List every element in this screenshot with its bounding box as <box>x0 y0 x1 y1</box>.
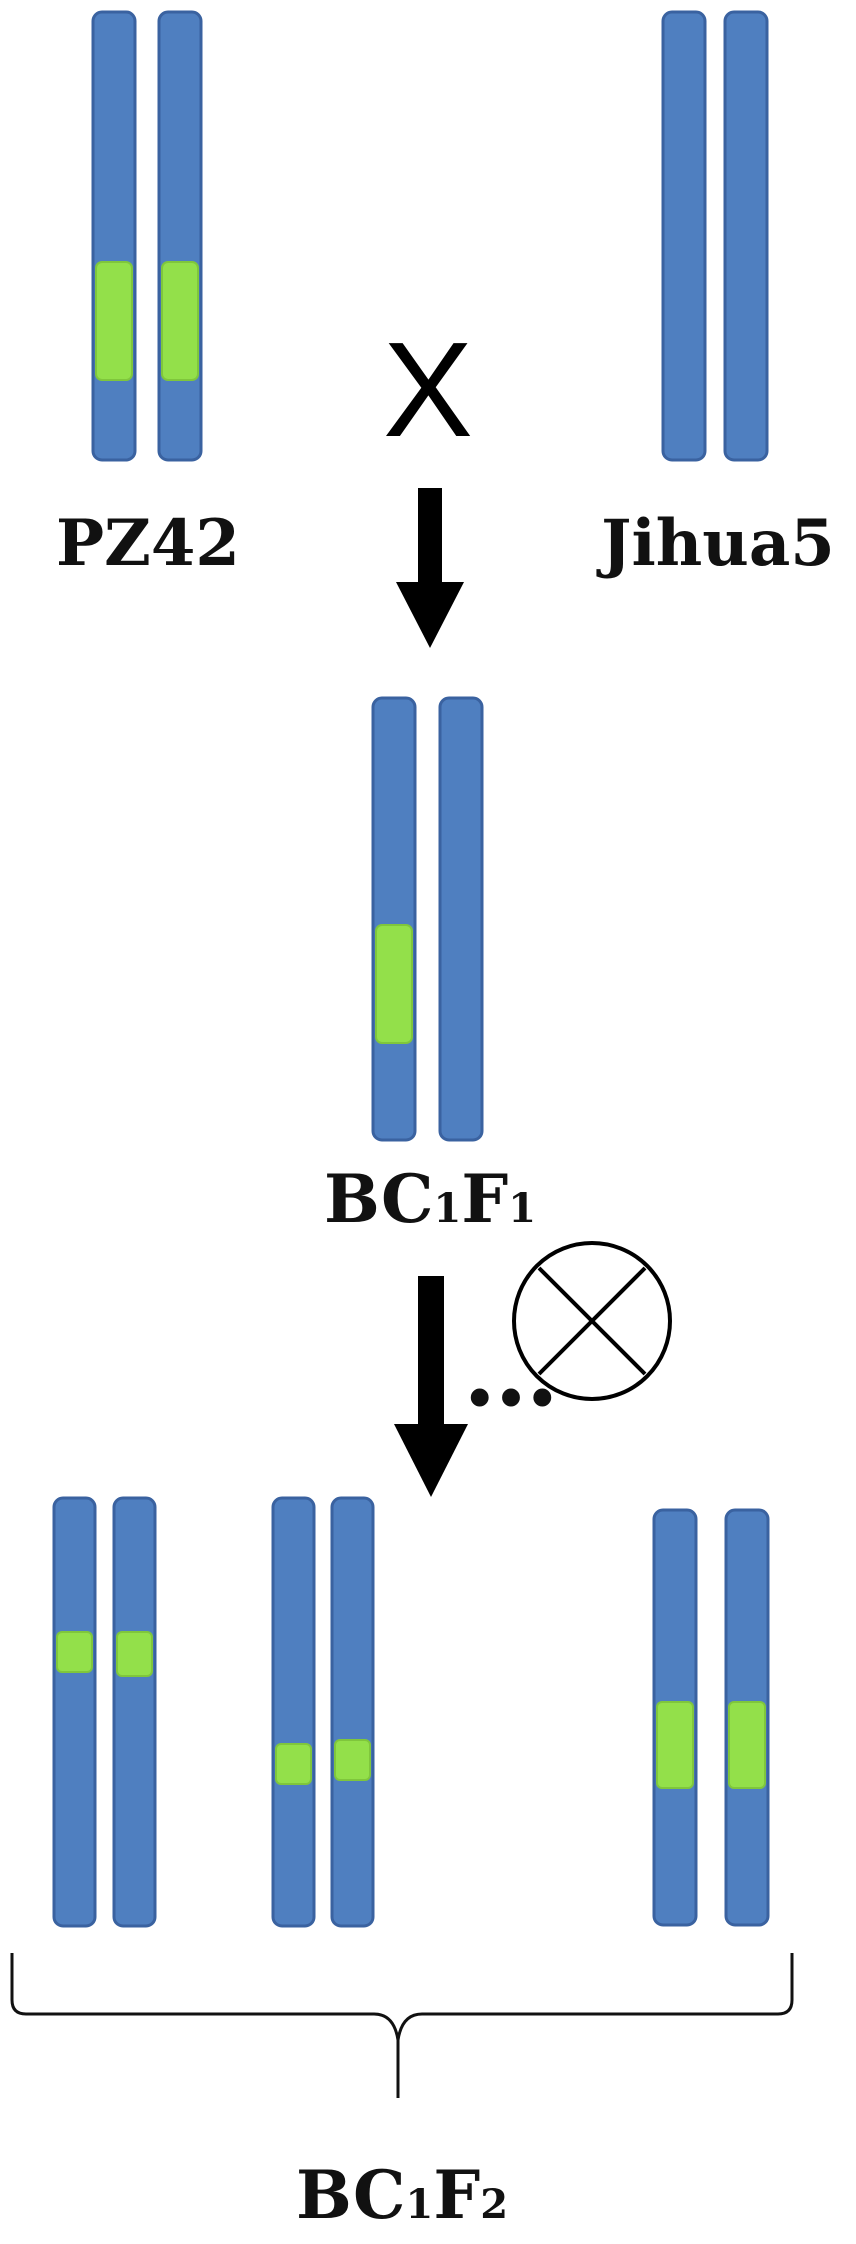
introgression-segment <box>375 924 413 1044</box>
introgression-segment <box>275 1743 312 1785</box>
introgression-segment <box>334 1739 371 1781</box>
parent-label-jihua5: Jihua5 <box>596 506 835 581</box>
bc1f2-chromosome-pair-2 <box>271 1496 375 1928</box>
bc1f2-chromosome-pair-3 <box>652 1508 770 1927</box>
parent-label-pz42: PZ42 <box>56 506 240 581</box>
bc1f2-chromosome-pair-1 <box>52 1496 157 1928</box>
chromosome <box>271 1496 316 1928</box>
chromosome <box>157 10 203 462</box>
generation-label-bc1f2: BC1F2 <box>296 2156 508 2234</box>
circled-times-icon <box>512 1241 672 1401</box>
chromosome <box>371 696 417 1142</box>
introgression-segment <box>116 1631 153 1677</box>
introgression-segment <box>728 1701 766 1789</box>
introgression-segment <box>656 1701 694 1789</box>
introgression-segment <box>161 261 199 381</box>
introgression-segment <box>56 1631 93 1673</box>
ellipsis: … <box>463 1315 559 1428</box>
jihua5-chromosome-pair <box>661 10 769 462</box>
chromosome <box>438 696 484 1142</box>
curly-brace-icon <box>10 1953 794 2041</box>
chromosome <box>661 10 707 462</box>
bc1f1-chromosome-pair <box>371 696 484 1142</box>
chromosome <box>91 10 137 462</box>
introgression-segment <box>95 261 133 381</box>
chromosome <box>330 1496 375 1928</box>
chromosome <box>52 1496 97 1928</box>
pz42-chromosome-pair <box>91 10 203 462</box>
down-arrow-icon <box>396 488 464 648</box>
cross-symbol: X <box>383 314 473 465</box>
chromosome <box>723 10 769 462</box>
generation-label-bc1f1: BC1F1 <box>324 1160 536 1238</box>
chromosome <box>112 1496 157 1928</box>
down-arrow-icon <box>394 1276 468 1497</box>
